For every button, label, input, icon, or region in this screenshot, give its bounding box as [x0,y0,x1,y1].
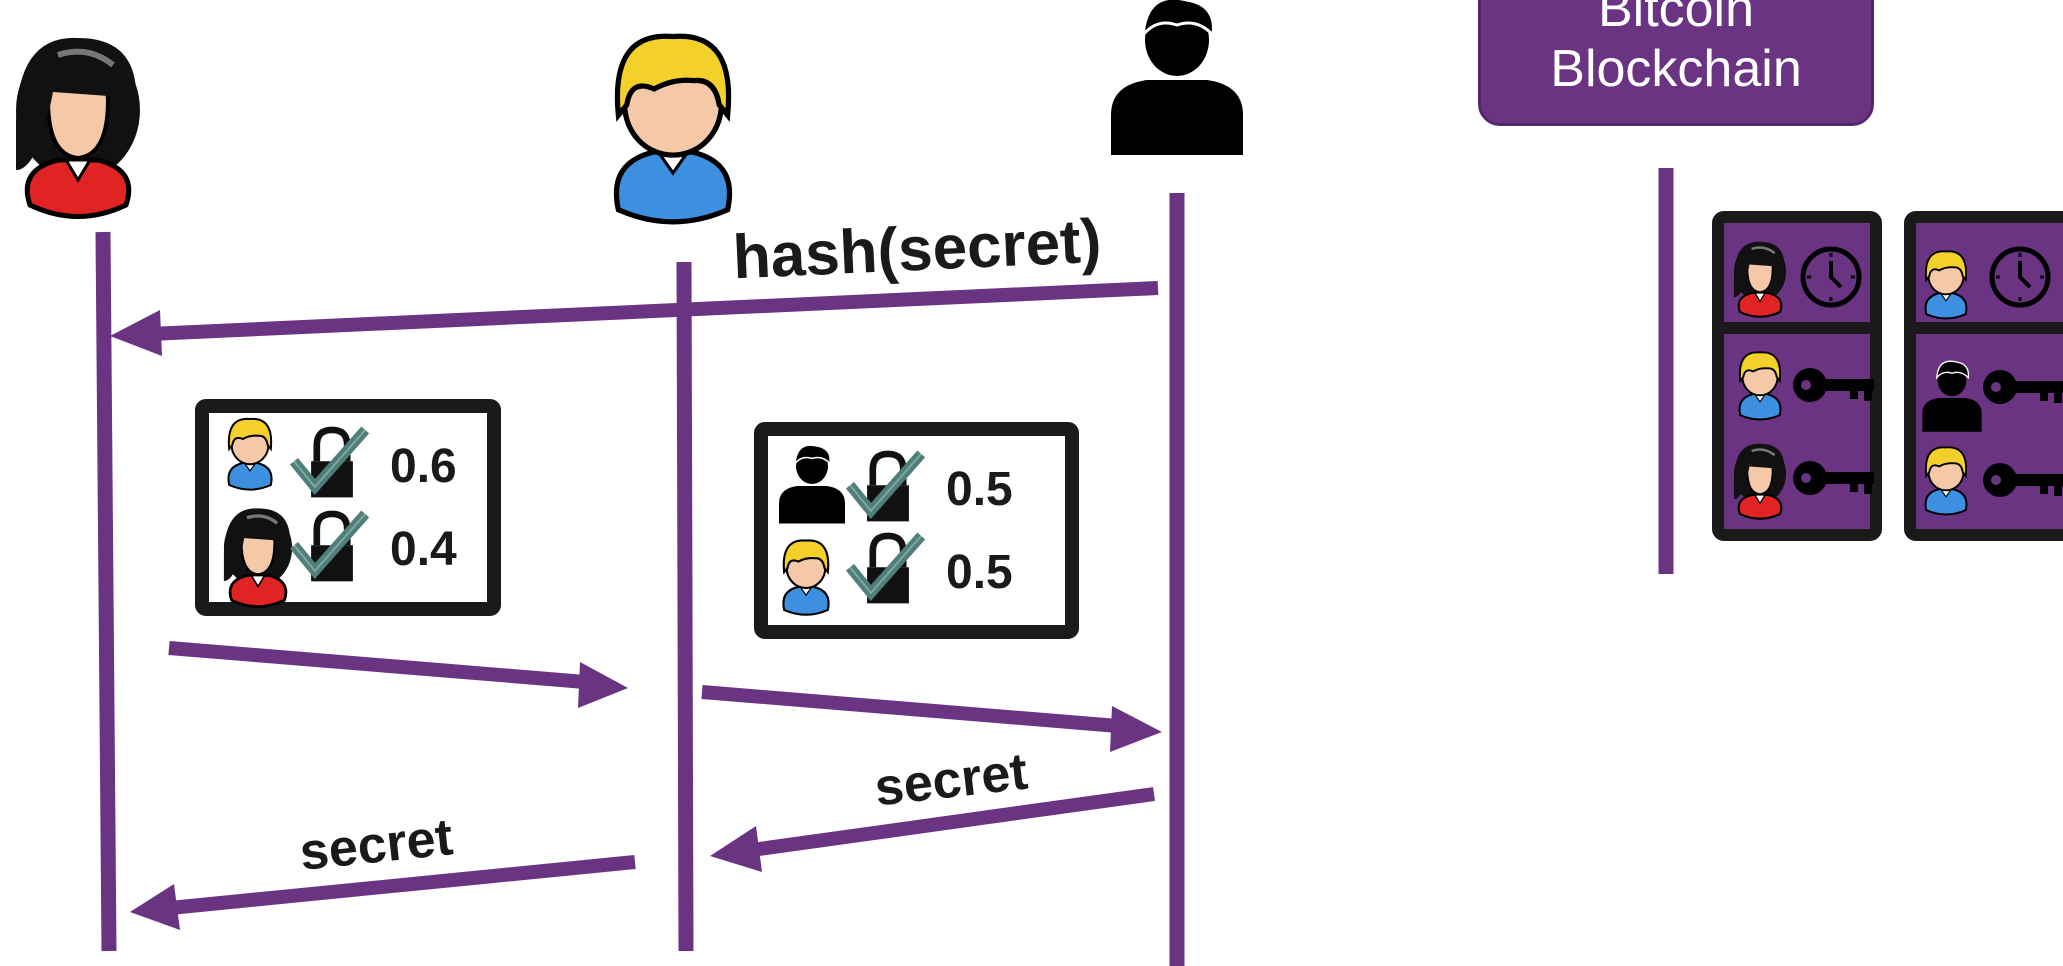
channel1-row1-avatar-icon [227,417,273,491]
utxo1-woman-icon [1732,240,1788,318]
bob-lifeline [676,261,694,952]
utxo-card-1 [1712,211,1882,541]
secret-label-right: secret [872,743,1031,818]
secret-label-left: secret [297,808,455,882]
blockchain-title-line2: Blockchain [1550,40,1802,98]
carol-avatar-icon [1109,0,1245,157]
channel1-row1-value: 0.6 [390,440,457,493]
channel1-row2-value: 0.4 [390,523,457,576]
blockchain-title-line1: Bitcoin [1597,0,1755,38]
bob-to-alice-secret-arrow [130,855,636,930]
channel-box-bob-carol: 0.5 0.5 [754,422,1079,639]
alice-to-bob-arrow [168,641,628,708]
utxo2-blonde-icon [1924,250,1968,320]
channel2-row1-value: 0.5 [946,463,1013,516]
channel2-row2-avatar-icon [782,539,830,616]
alice-lifeline [95,231,117,952]
channel1-row2-avatar-icon [222,506,294,609]
alice-avatar-icon [16,38,140,217]
hash-secret-arrow [110,281,1159,356]
blockchain-header: Bitcoin Blockchain [1478,0,1874,126]
carol-to-bob-secret-arrow [710,787,1155,872]
utxo2-blonde2-icon [1924,446,1968,516]
utxo1-blonde-icon [1738,351,1782,421]
utxo-card-2 [1904,211,2063,541]
channel2-row2-value: 0.5 [946,546,1013,599]
utxo1-woman2-icon [1732,442,1788,520]
bob-to-carol-arrow [701,685,1162,752]
channel-box-alice-bob: 0.6 0.4 [195,399,501,616]
hash-secret-label: hash(secret) [731,207,1102,293]
bob-avatar-icon [616,36,729,222]
